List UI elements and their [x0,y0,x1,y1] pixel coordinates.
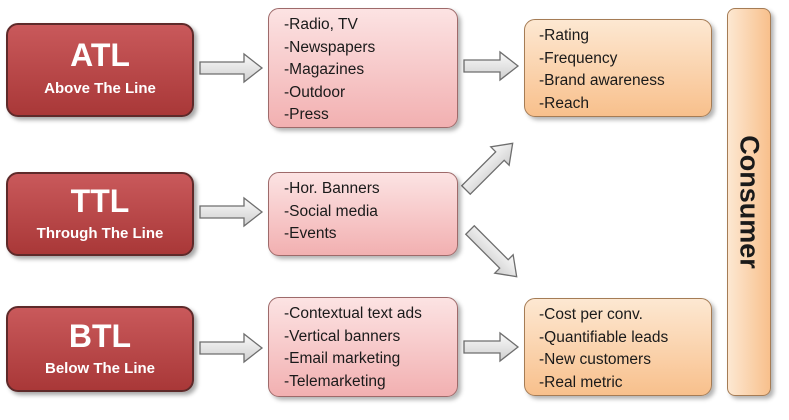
list-item: -Email marketing [284,350,401,367]
list-item: -Hor. Banners [284,180,380,197]
media-box-ttl: -Hor. Banners -Social media -Events [268,172,458,256]
media-box-btl: -Contextual text ads -Vertical banners -… [268,297,458,397]
arrow-btl-to-media [199,332,264,364]
list-item: -Social media [284,202,378,220]
list-item: -Real metric [539,373,623,391]
list-item: -New customers [539,351,651,368]
channel-full-name: Below The Line [44,360,155,377]
consumer-label: Consumer [734,135,765,269]
list-item: -Events [284,225,337,242]
channel-box-atl: ATL Above The Line [6,23,194,117]
arrow-atl-to-media [199,52,264,84]
list-item: -Cost per conv. [539,306,643,323]
list-item: -Frequency [539,49,618,67]
channel-abbr: BTL [68,318,132,354]
consumer-box: Consumer [727,8,771,396]
arrow-ttl-media-to-bottom-metrics [464,224,518,278]
arrow-btl-media-to-metrics [463,331,520,363]
media-box-atl: -Radio, TV -Newspapers -Magazines -Outdo… [268,8,458,128]
list-item: -Magazines [284,61,365,78]
list-item: -Telemarketing [284,372,386,390]
list-item: -Rating [539,27,589,44]
list-item: -Quantifiable leads [539,328,669,346]
channel-box-btl: BTL Below The Line [6,306,194,392]
metrics-box-bottom: -Cost per conv. -Quantifiable leads -New… [524,298,712,396]
channel-full-name: Through The Line [36,225,164,242]
channel-box-ttl: TTL Through The Line [6,172,194,256]
arrow-ttl-to-media [199,196,264,228]
list-item: -Contextual text ads [284,305,422,322]
list-item: -Press [284,106,329,123]
list-item: -Outdoor [284,83,346,101]
arrow-atl-media-to-metrics [463,50,520,82]
arrow-ttl-media-to-top-metrics [460,142,514,196]
channel-abbr: TTL [70,183,130,219]
list-item: -Brand awareness [539,72,665,89]
list-item: -Newspapers [284,38,376,56]
list-item: -Reach [539,94,589,112]
metrics-box-top: -Rating -Frequency -Brand awareness -Rea… [524,19,712,117]
list-item: -Radio, TV [284,16,358,33]
channel-abbr: ATL [70,37,130,73]
channel-full-name: Above The Line [44,80,156,97]
list-item: -Vertical banners [284,327,401,345]
